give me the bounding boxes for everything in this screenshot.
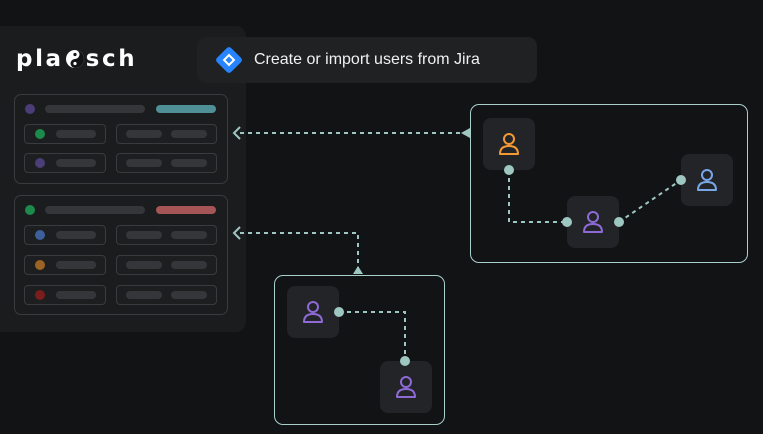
- member-row-cell: [24, 255, 106, 275]
- role-placeholder: [171, 130, 207, 138]
- member-row-cell: [24, 153, 106, 173]
- member-row-cell: [24, 285, 106, 305]
- member-dot-purple: [35, 158, 45, 168]
- member-row-cell: [24, 124, 106, 144]
- user-node-orange[interactable]: [483, 118, 535, 170]
- connector-dot: [676, 175, 686, 185]
- connector-dot: [334, 307, 344, 317]
- team-color-dot: [25, 205, 35, 215]
- connector-dot: [562, 217, 572, 227]
- arrow-tail-icon: [461, 128, 470, 138]
- member-row-cell: [24, 225, 106, 245]
- team-color-dot: [25, 104, 35, 114]
- jira-banner-text: Create or import users from Jira: [254, 51, 480, 68]
- role-placeholder: [171, 159, 207, 167]
- team-card-2[interactable]: [14, 195, 228, 315]
- arrow-left-icon: [232, 226, 241, 240]
- connector-dot: [504, 165, 514, 175]
- role-placeholder: [126, 261, 162, 269]
- member-role-cell: [116, 124, 217, 144]
- user-icon: [396, 376, 416, 398]
- user-node-purple-a[interactable]: [287, 286, 339, 338]
- team-card-1[interactable]: [14, 94, 228, 184]
- user-group-right[interactable]: [470, 104, 748, 263]
- member-dot-red: [35, 290, 45, 300]
- arrow-left-icon: [232, 126, 241, 140]
- team-accent-bar: [156, 206, 216, 214]
- role-placeholder: [126, 231, 162, 239]
- user-node-purple-b[interactable]: [380, 361, 432, 413]
- member-role-cell: [116, 153, 217, 173]
- member-dot-blue: [35, 230, 45, 240]
- yin-yang-icon: [65, 50, 84, 68]
- member-name-placeholder: [56, 159, 96, 167]
- user-icon: [697, 169, 717, 191]
- brand-name-right: sch: [85, 46, 138, 72]
- connector-orange-purple: [508, 170, 567, 223]
- member-role-cell: [116, 285, 217, 305]
- user-icon: [583, 211, 603, 233]
- role-placeholder: [171, 261, 207, 269]
- member-name-placeholder: [56, 261, 96, 269]
- member-role-cell: [116, 255, 217, 275]
- jira-import-banner[interactable]: Create or import users from Jira: [197, 37, 537, 83]
- user-icon: [303, 301, 323, 323]
- brand-name-left: pla: [16, 46, 64, 72]
- team-accent-bar: [156, 105, 216, 113]
- connector-bottom-users: [339, 311, 406, 360]
- role-placeholder: [126, 159, 162, 167]
- role-placeholder: [126, 291, 162, 299]
- team-title-placeholder: [45, 206, 145, 214]
- member-dot-orange: [35, 260, 45, 270]
- member-name-placeholder: [56, 291, 96, 299]
- user-group-bottom[interactable]: [274, 275, 445, 425]
- role-placeholder: [126, 130, 162, 138]
- member-name-placeholder: [56, 231, 96, 239]
- member-role-cell: [116, 225, 217, 245]
- member-name-placeholder: [56, 130, 96, 138]
- user-node-purple[interactable]: [567, 196, 619, 248]
- member-dot-green: [35, 129, 45, 139]
- connector-dot: [400, 356, 410, 366]
- user-icon: [499, 133, 519, 155]
- connector-dot: [614, 217, 624, 227]
- role-placeholder: [171, 291, 207, 299]
- jira-diamond-icon: [216, 47, 242, 73]
- user-node-blue[interactable]: [681, 154, 733, 206]
- team-title-placeholder: [45, 105, 145, 113]
- brand-logo: pla sch: [16, 42, 137, 76]
- arrow-tail-icon: [353, 266, 363, 274]
- role-placeholder: [171, 231, 207, 239]
